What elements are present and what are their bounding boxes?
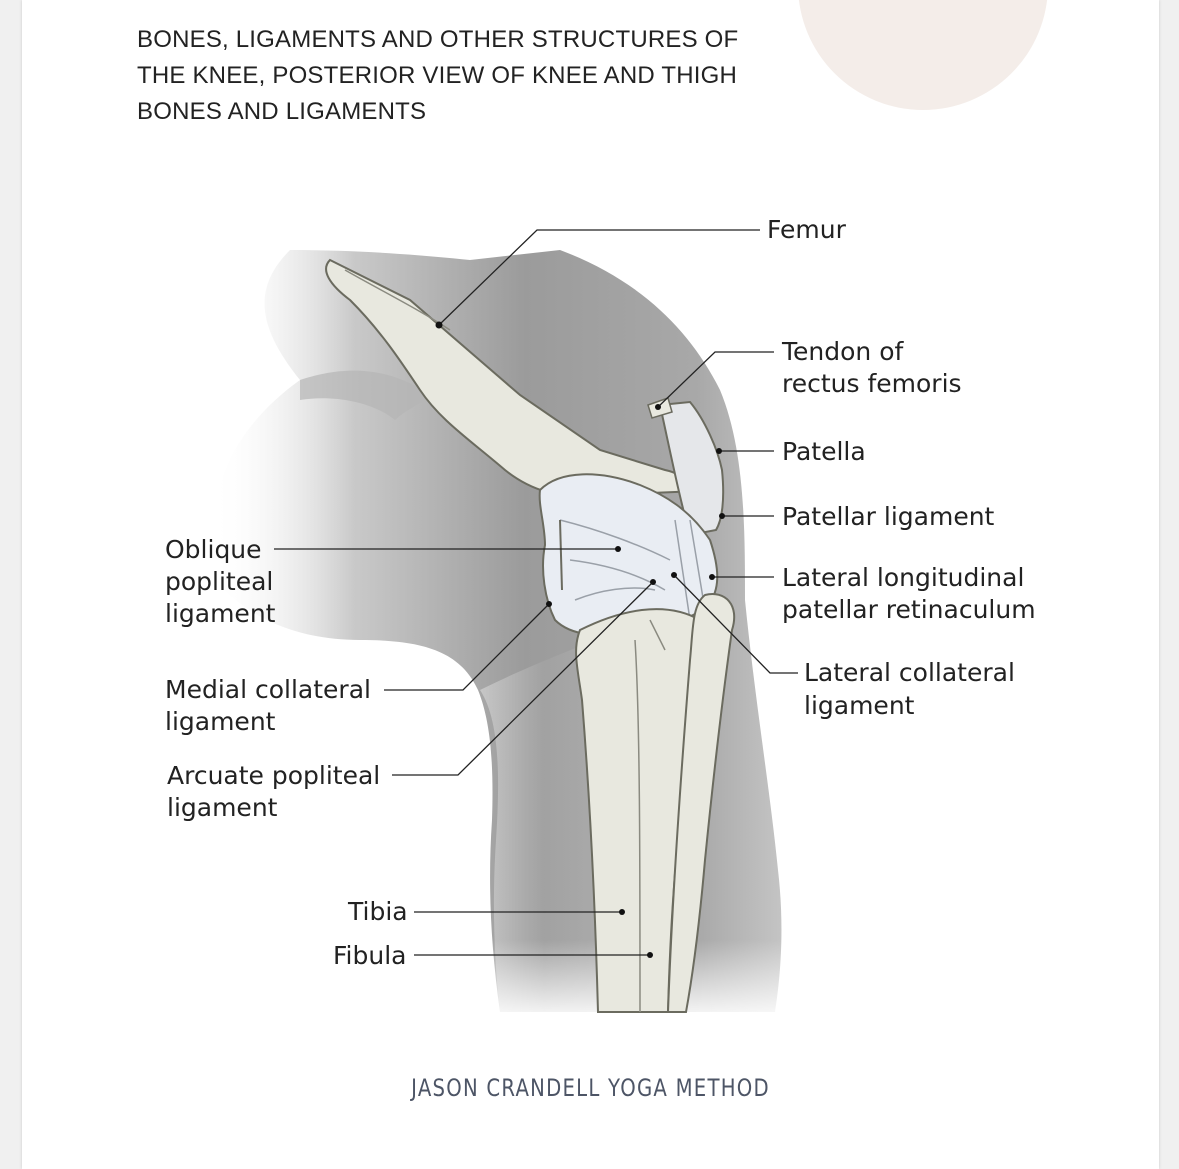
knee-anatomy-diagram: Femur Tendon of rectus femoris Patella P… [165,215,1036,1015]
leader-femur [438,229,760,326]
label-femur: Femur [767,215,847,244]
label-tibia: Tibia [347,897,408,926]
label-lateral-collateral-ligament: Lateral collateral ligament [804,658,1023,720]
title-line-1: BONES, LIGAMENTS AND OTHER STRUCTURES OF [137,26,739,53]
label-patellar-ligament: Patellar ligament [782,502,995,531]
title-line-3: BONES AND LIGAMENTS [137,98,427,125]
title-line-2: THE KNEE, POSTERIOR VIEW OF KNEE AND THI… [137,62,738,89]
label-arcuate-popliteal-ligament: Arcuate popliteal ligament [167,761,388,822]
label-oblique-popliteal-ligament: Oblique popliteal ligament [165,535,281,628]
leader-tendon [657,351,774,408]
leader-lines [274,229,798,956]
page-card: BONES, LIGAMENTS AND OTHER STRUCTURES OF… [22,0,1159,1169]
leader-dots [435,321,725,958]
label-lateral-longitudinal-retinaculum: Lateral longitudinal patellar retinaculu… [782,563,1036,624]
footer-brand: JASON CRANDELL YOGA METHOD [411,1074,770,1102]
leader-medial-collateral [384,603,550,691]
leader-lateral-collateral [673,574,798,674]
label-medial-collateral-ligament: Medial collateral ligament [165,675,379,736]
page-title: BONES, LIGAMENTS AND OTHER STRUCTURES OF… [137,22,767,130]
label-patella: Patella [782,437,866,466]
tibia-fibula-bones [575,593,736,1013]
label-tendon-rectus-femoris: Tendon of rectus femoris [781,337,962,398]
leader-arcuate [392,581,654,776]
label-fibula: Fibula [333,941,407,970]
